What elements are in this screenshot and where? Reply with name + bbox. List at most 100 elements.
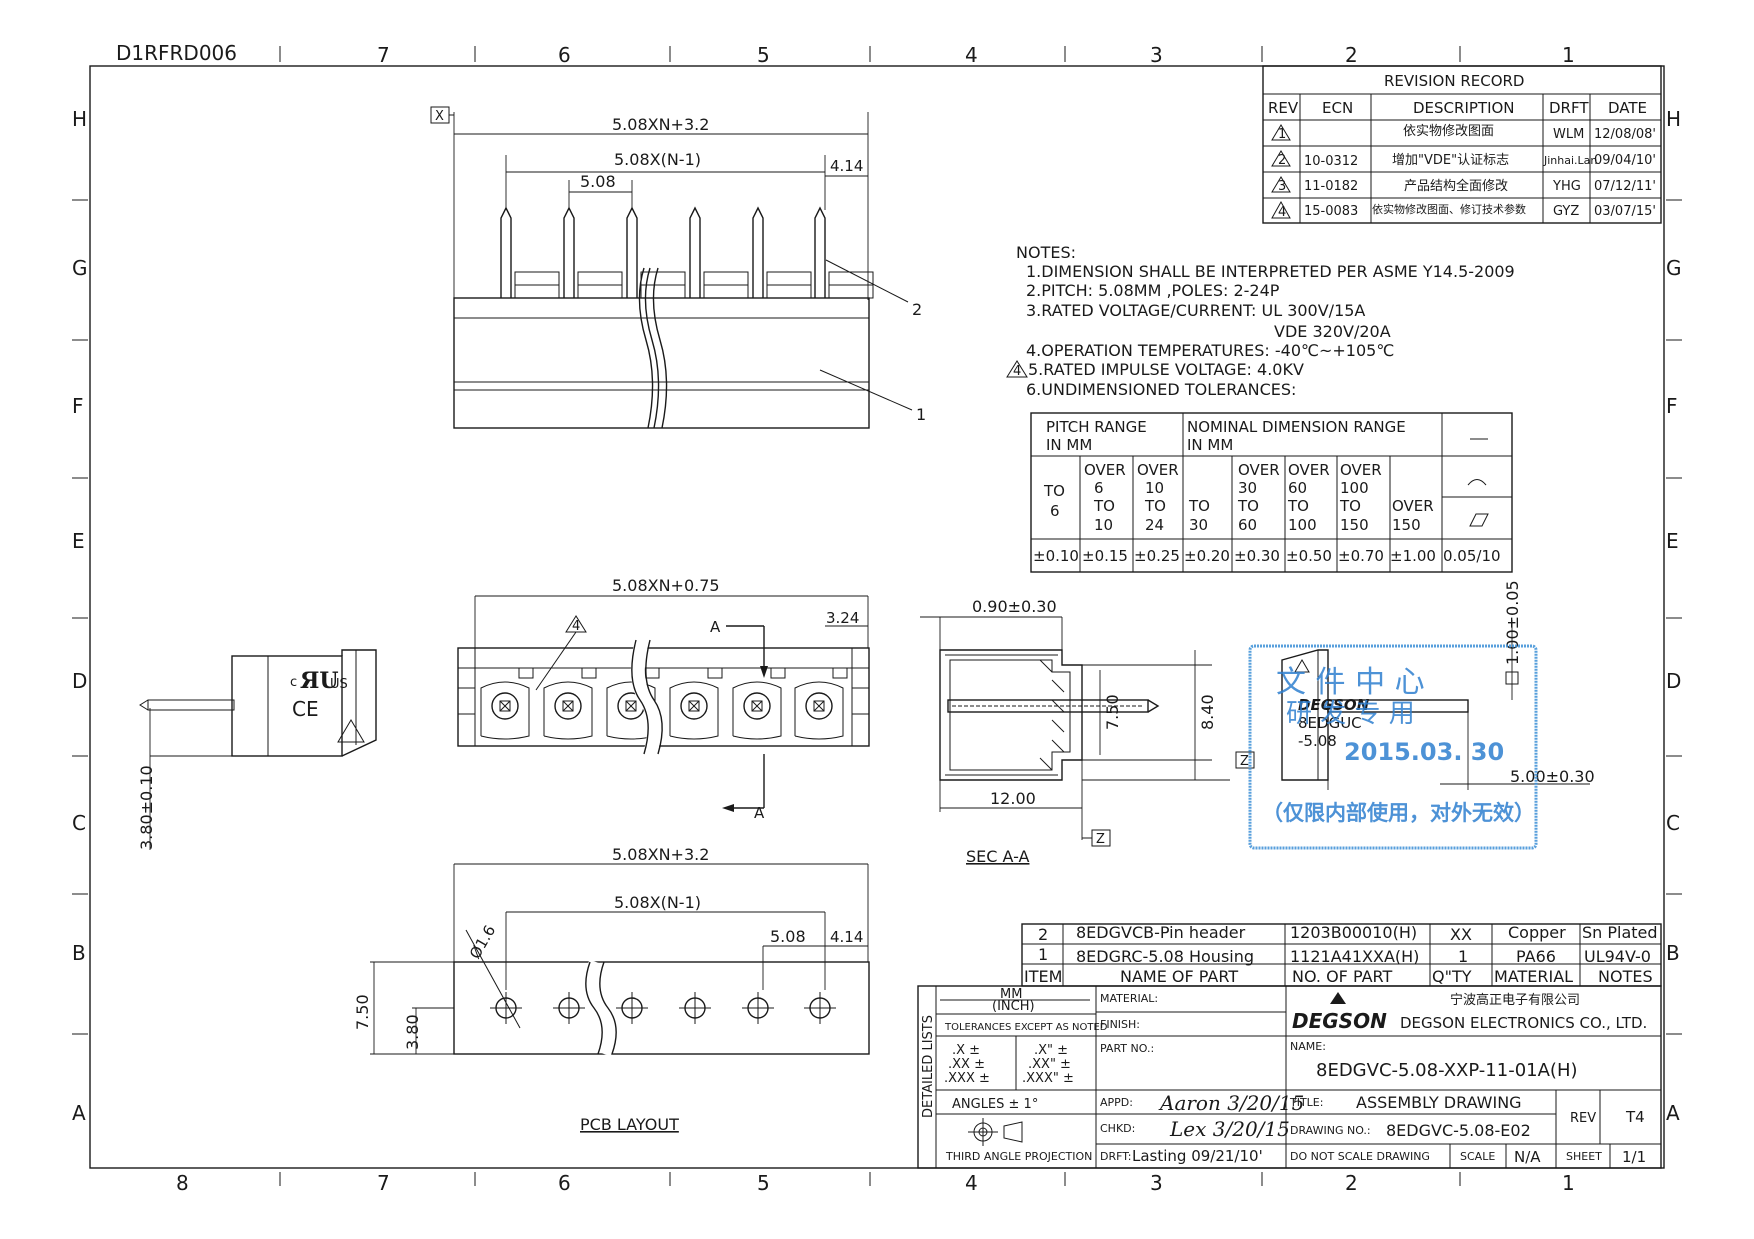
front-view: 5.08XN+0.75 3.24 4 A A (457, 576, 870, 822)
pcb-hole (490, 992, 522, 1024)
range-2-d: 24 (1145, 516, 1164, 534)
range-6-b: 100 (1340, 479, 1369, 497)
zone-right-E: E (1666, 529, 1679, 553)
top-dim-edge: 4.14 (830, 157, 863, 175)
stamp-date: 2015.03. 30 (1344, 738, 1504, 766)
tb-drawing-no-label: DRAWING NO.: (1290, 1124, 1371, 1137)
tb-scale-value: N/A (1514, 1148, 1541, 1166)
pcb-dim-edge: 4.14 (830, 928, 863, 946)
tol-value-7: ±1.00 (1390, 547, 1436, 565)
stamp-note: （仅限内部使用，对外无效） (1262, 801, 1535, 825)
zone-left-H: H (72, 107, 87, 131)
note-rev-marker: 4 (1013, 364, 1021, 379)
terminal-slot (794, 667, 848, 740)
tb-name-label: NAME: (1290, 1040, 1326, 1053)
vde-triangle-icon (337, 719, 365, 743)
front-dim-edge: 3.24 (826, 609, 859, 627)
zone-left-D: D (72, 669, 87, 693)
callout-housing: 1 (916, 405, 926, 424)
notes-block: NOTES: 1.DIMENSION SHALL BE INTERPRETED … (1006, 243, 1515, 399)
zone-right-G: G (1666, 256, 1682, 280)
zone-top-3: 3 (1150, 43, 1163, 67)
degson-logo-icon (1294, 659, 1310, 673)
pcb-dim-h2: 3.80 (403, 1014, 422, 1050)
section-letter-top: A (710, 618, 721, 636)
range-6-a: OVER (1340, 461, 1382, 479)
tol-value-5: ±0.50 (1286, 547, 1332, 565)
tb-projection: THIRD ANGLE PROJECTION (945, 1150, 1092, 1163)
zone-bot-8: 8 (176, 1171, 189, 1195)
zone-top-1: 1 (1562, 43, 1575, 67)
detail-body (1281, 649, 1329, 781)
rev-row1-rev: 1 (1278, 127, 1286, 142)
range-1-b: 6 (1094, 479, 1104, 497)
datum-z-label-bottom: Z (1096, 832, 1105, 847)
housing-top (453, 297, 870, 429)
bom-row2-notes: UL94V-0 (1584, 947, 1651, 966)
zone-labels-top: D1RFRD006 7 6 5 4 3 2 1 (116, 41, 1575, 67)
zone-left-A: A (72, 1101, 86, 1125)
tb-material-label: MATERIAL: (1100, 992, 1158, 1005)
tb-tol-title: TOLERANCES EXCEPT AS NOTED (944, 1022, 1108, 1033)
datum-x-label: X (435, 109, 444, 124)
zone-left-C: C (72, 811, 86, 835)
zone-labels-bottom: 8 7 6 5 4 3 2 1 (176, 1171, 1575, 1195)
side-dim-height: 3.80±0.10 (137, 765, 156, 850)
tb-rev-label: REV (1570, 1111, 1596, 1126)
nominal-header-2: IN MM (1187, 436, 1233, 454)
top-dim-span: 5.08X(N-1) (614, 150, 701, 169)
range-3-a: TO (1188, 497, 1210, 515)
tb-name-value: 8EDGVC-5.08-XXP-11-01A(H) (1316, 1060, 1578, 1081)
top-dim-pitch: 5.08 (580, 172, 616, 191)
range-3-b: 30 (1189, 516, 1208, 534)
side-view: c ЯU US CE 3.80±0.10 (137, 649, 377, 850)
tb-chkd-signature: Lex 3/20/15 (1169, 1117, 1290, 1141)
bom-row2-item: 1 (1038, 945, 1048, 964)
rev-triangle-icon (1271, 176, 1291, 193)
section-view: 0.90±0.30 7.50 8.40 12.00 (920, 597, 1255, 866)
detail-part-line-1: 8EDGUC (1298, 714, 1362, 732)
zone-top-4: 4 (965, 43, 978, 67)
section-housing (939, 649, 1083, 781)
zone-right-A: A (1666, 1101, 1680, 1125)
detail-dim-right: 1.00±0.05 (1503, 580, 1522, 665)
zone-bot-4: 4 (965, 1171, 978, 1195)
rev-header-rev: REV (1268, 99, 1299, 117)
tb-do-not-scale: DO NOT SCALE DRAWING (1290, 1150, 1430, 1163)
tol-value-4: ±0.30 (1234, 547, 1280, 565)
front-dim-overall: 5.08XN+0.75 (612, 576, 720, 595)
pcb-layout-view: 5.08XN+3.2 5.08X(N-1) 5.08 4.14 Ø1.6 7.5… (353, 845, 870, 1134)
section-label: SEC A-A (966, 847, 1030, 866)
tb-units-mm: MM (1000, 987, 1022, 1002)
tb-company-en: DEGSON ELECTRONICS CO., LTD. (1400, 1014, 1647, 1032)
stamp-line-2: 研 发 专 用 (1286, 699, 1415, 729)
tb-sheet-value: 1/1 (1622, 1148, 1646, 1166)
pcb-dim-overall: 5.08XN+3.2 (612, 845, 709, 864)
degson-logo-icon (1330, 992, 1346, 1004)
profile-arc-icon (1467, 479, 1487, 486)
tol-value-6: ±0.70 (1338, 547, 1384, 565)
bom-row2-name: 8EDGRC-5.08 Housing (1076, 947, 1254, 966)
pitch-header-2: IN MM (1046, 436, 1092, 454)
tb-partno-label: PART NO.: (1100, 1042, 1154, 1055)
top-dim-overall: 5.08XN+3.2 (612, 115, 709, 134)
rev-row3-ecn: 11-0182 (1304, 179, 1358, 194)
bom-row2-qty: 1 (1458, 947, 1468, 966)
range-5-b: 60 (1288, 479, 1307, 497)
stamp-line-1: 文 件 中 心 (1276, 665, 1425, 700)
front-rev-marker: 4 (572, 619, 580, 634)
tb-tol-right-1: .X" ± (1034, 1043, 1068, 1058)
section-pin (947, 699, 1149, 713)
range-0-a: TO (1043, 482, 1065, 500)
rev-row2-rev: 2 (1278, 153, 1286, 168)
tb-title-label: TITLE: (1289, 1096, 1323, 1109)
pin-top (689, 206, 749, 299)
datum-z-label-right: Z (1240, 754, 1249, 769)
tol-flatness: 0.05/10 (1443, 547, 1501, 565)
rev-header-ecn: ECN (1322, 99, 1353, 117)
tb-tol-right-2: .XX" ± (1028, 1057, 1071, 1072)
range-0-b: 6 (1050, 502, 1060, 520)
zone-left-E: E (72, 529, 85, 553)
bom-row1-material: Copper (1508, 923, 1566, 942)
